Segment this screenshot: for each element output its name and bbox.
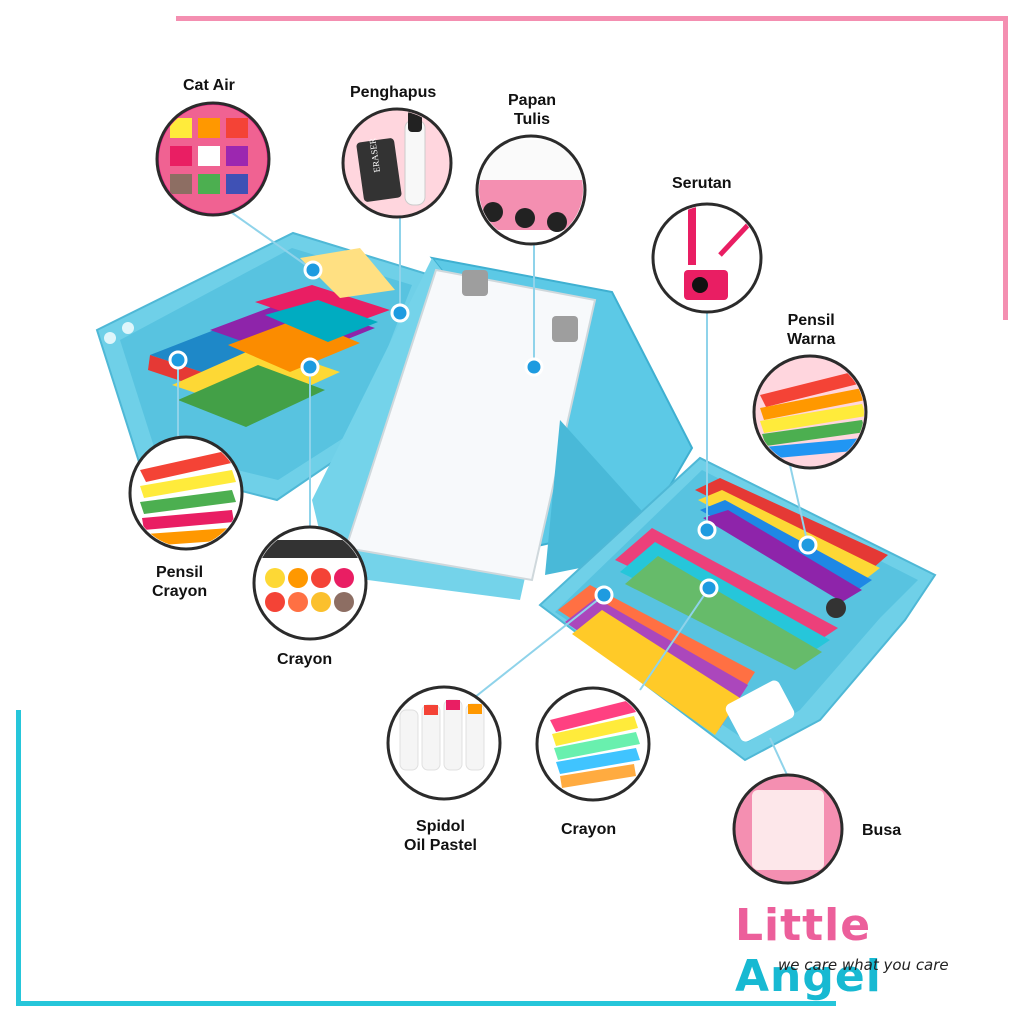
brand-tagline: we care what you care [778, 956, 949, 974]
oil-pastels-right [558, 585, 755, 735]
label-busa: Busa [862, 822, 902, 839]
connector-lines [177, 209, 809, 778]
detail-circle-crayon-bottom [535, 686, 651, 802]
detail-circle-colored-pencils [752, 354, 868, 470]
brand-word-little: Little [735, 900, 872, 951]
detail-circle-sponge [732, 773, 844, 885]
colored-pencils-right [695, 478, 888, 602]
sharpener-in-tray [826, 598, 846, 618]
label-spidol-oil-pastel: Spidol Oil Pastel [404, 818, 477, 854]
markers-right [615, 528, 838, 670]
label-pensil-warna: Pensil Warna [787, 312, 836, 348]
detail-circle-board [475, 134, 587, 246]
detail-circle-crayon-pencils [128, 435, 244, 551]
detail-circle-watercolor [155, 101, 271, 217]
callout-dots [168, 260, 818, 605]
label-crayon-left: Crayon [277, 651, 333, 668]
detail-circle-crayon-left [252, 525, 368, 641]
detail-circle-markers [386, 685, 502, 801]
frame-left-cyan-line [16, 710, 21, 1006]
label-papan-tulis: Papan Tulis [508, 92, 557, 128]
eraser-print: ERASER [367, 138, 382, 174]
frame-top-pink-line [176, 16, 1008, 21]
label-serutan: Serutan [672, 175, 732, 192]
label-penghapus: Penghapus [350, 84, 437, 101]
detail-circle-sharpener [651, 202, 763, 314]
label-pensil-crayon: Pensil Crayon [152, 564, 208, 600]
right-tray [538, 456, 937, 762]
clip-left [462, 270, 488, 296]
left-tray [95, 231, 432, 502]
crayon-rows-left [148, 248, 395, 427]
sponge-in-tray [725, 680, 795, 742]
brand-word-angel: Angel [735, 951, 882, 1002]
label-crayon-bottom: Crayon [561, 821, 617, 838]
detail-circle-eraser: ERASER [341, 107, 453, 219]
clip-right [552, 316, 578, 342]
frame-right-pink-line [1003, 16, 1008, 320]
brand-logo: Little Angel [735, 900, 1024, 1002]
label-cat-air: Cat Air [183, 77, 235, 94]
easel [312, 256, 694, 600]
frame-bottom-cyan-line [16, 1001, 836, 1006]
